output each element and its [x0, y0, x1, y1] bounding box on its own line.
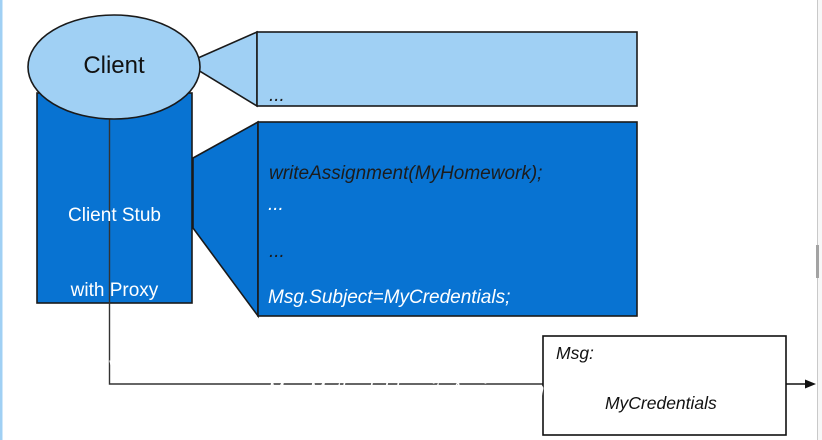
client-stub-line: with Proxy	[70, 280, 159, 301]
client-stub-line: PEP and PDP)	[37, 428, 192, 440]
code-line: writeAssignment(MyHomework);	[269, 163, 543, 184]
scrollbar-thumb[interactable]	[816, 245, 819, 278]
scrollbar-track[interactable]	[816, 0, 822, 440]
code-line: Msg.Subject=MyCredentials;	[268, 287, 511, 308]
stub-code-callout-box	[257, 121, 638, 317]
client-stub-label: Client Stub with Proxy (here without PEP…	[37, 153, 192, 440]
code-line: ...	[268, 194, 284, 215]
message-box	[542, 335, 787, 436]
client-stub-line: Client Stub	[68, 205, 161, 226]
client-ellipse	[27, 14, 201, 120]
code-line: ...	[269, 85, 285, 106]
client-label: Client	[83, 52, 145, 79]
arrow-right-icon	[805, 379, 816, 389]
code-line: ...	[269, 241, 285, 262]
message-content: Msg: MyCredentials writeAssignment_Id My…	[556, 341, 758, 440]
client-stub-box	[36, 92, 193, 304]
code-line: Msg.Method_Id=writeAssignment_Id;	[268, 380, 582, 401]
slide-edge-strip	[0, 0, 3, 440]
stub-code-snippet: ... Msg.Subject=MyCredentials; Msg.Metho…	[268, 127, 581, 440]
client-code-callout-tail	[197, 30, 258, 108]
message-label: Msg:	[556, 343, 594, 363]
message-value: MyCredentials	[604, 393, 717, 413]
stub-code-callout-tail	[192, 120, 259, 319]
client-code-callout-box	[256, 31, 638, 107]
message-values: MyCredentials writeAssignment_Id MyHomew…	[605, 341, 758, 440]
client-stub-line: (here without	[59, 355, 170, 376]
client-code-snippet: ... writeAssignment(MyHomework); ...	[269, 31, 542, 317]
message-flow-connector	[108, 119, 543, 385]
